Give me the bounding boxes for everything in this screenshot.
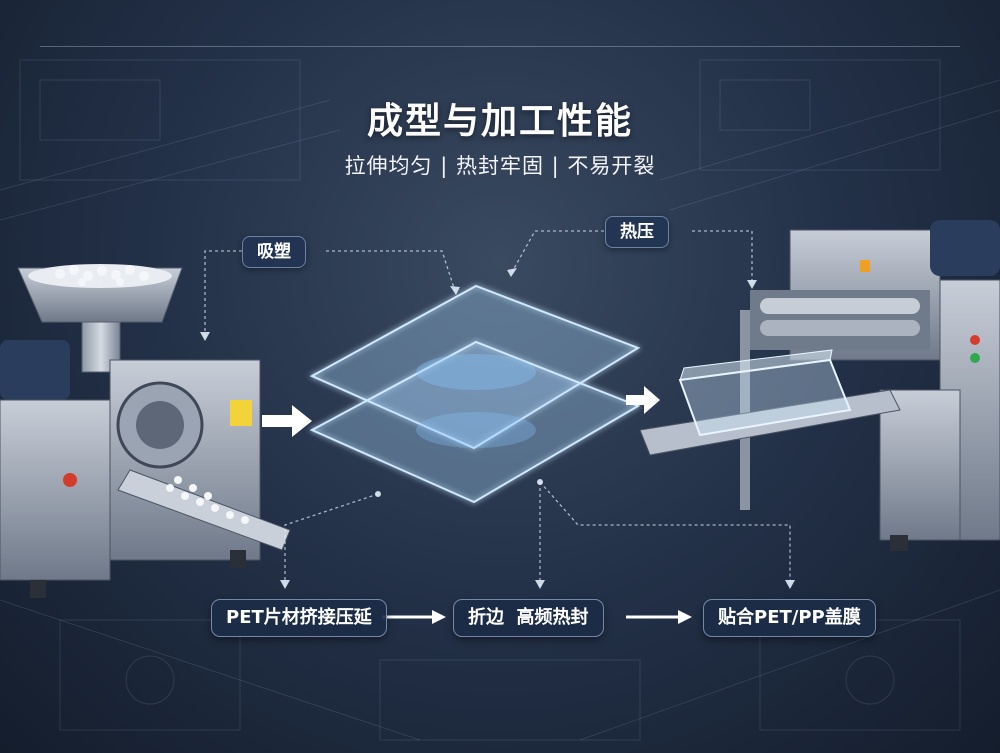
process-step-lidding-film: 贴合PET/PP盖膜 (703, 599, 876, 637)
page-title: 成型与加工性能 (366, 101, 633, 142)
thermoforming-label: 吸塑 (242, 236, 306, 268)
process-step-fold-seal: 折边 高频热封 (453, 599, 604, 637)
page-subtitle: 拉伸均匀 | 热封牢固 | 不易开裂 (344, 154, 656, 178)
extruder-machine-illustration (0, 264, 291, 598)
pet-film-sheets-illustration (309, 284, 641, 504)
header-divider (40, 46, 960, 47)
heat-seal-machine-illustration (640, 220, 1000, 551)
heat-press-label: 热压 (605, 216, 669, 248)
process-step-extrusion: PET片材挤接压延 (211, 599, 387, 637)
